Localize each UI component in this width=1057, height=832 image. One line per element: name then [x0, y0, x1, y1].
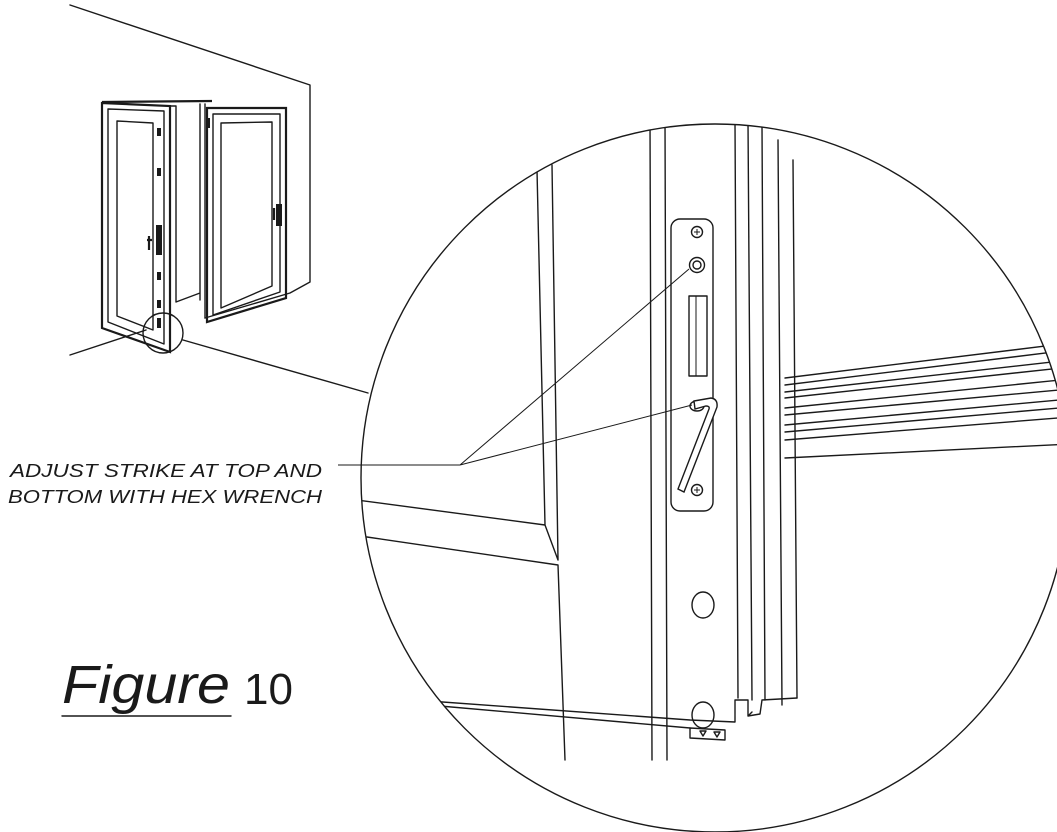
overview-scene: [69, 4, 369, 394]
detail-callout-circle-small: [142, 312, 184, 354]
figure-number: 10: [244, 665, 293, 714]
callout: ADJUST STRIKE AT TOP AND BOTTOM WITH HEX…: [8, 268, 693, 507]
left-door-stile: [361, 164, 566, 761]
side-jamb-profile: [734, 124, 798, 706]
door-frame-head: [101, 99, 213, 104]
lock-hole-upper: [691, 591, 715, 619]
detail-callout-circle-large: [360, 123, 1057, 832]
callout-line-2: BOTTOM WITH HEX WRENCH: [8, 487, 323, 507]
right-door-inner-edge: [212, 113, 281, 316]
door-bottom-edge: [414, 697, 798, 729]
left-door-glass-panel: [116, 120, 154, 331]
lock-hole-lower: [691, 701, 715, 729]
sill-rail-extrusion: [784, 342, 1057, 459]
figure-label: Figure: [62, 655, 230, 715]
top-screw-icon: [690, 225, 704, 239]
left-door-hardware: [156, 128, 162, 328]
bottom-screw-icon: [690, 483, 704, 497]
top-adjuster-screw-icon: [688, 256, 706, 274]
door-frame-jambs: [169, 103, 206, 319]
left-door: [100, 101, 172, 354]
latch-slot: [688, 295, 708, 377]
right-door-hinge: [207, 118, 210, 128]
right-door-glass-panel: [220, 121, 273, 309]
meeting-stile: [649, 124, 668, 761]
figure-caption: Figure 10: [61, 655, 293, 717]
left-door-handle-icon: [147, 236, 152, 250]
bottom-threshold-hardware: [689, 727, 726, 741]
hex-wrench-icon: [677, 397, 718, 493]
right-door-lock: [276, 204, 282, 226]
callout-leader-lines: [338, 268, 693, 466]
left-door-inner-edge: [107, 108, 165, 345]
right-door-frame: [205, 106, 288, 324]
magnified-detail: [360, 123, 1057, 832]
right-door-open: [205, 106, 288, 324]
door-frame: [101, 99, 213, 319]
callout-line-1: ADJUST STRIKE AT TOP AND: [9, 461, 322, 481]
detail-connector-line: [182, 339, 369, 394]
wall-outline: [69, 4, 311, 356]
